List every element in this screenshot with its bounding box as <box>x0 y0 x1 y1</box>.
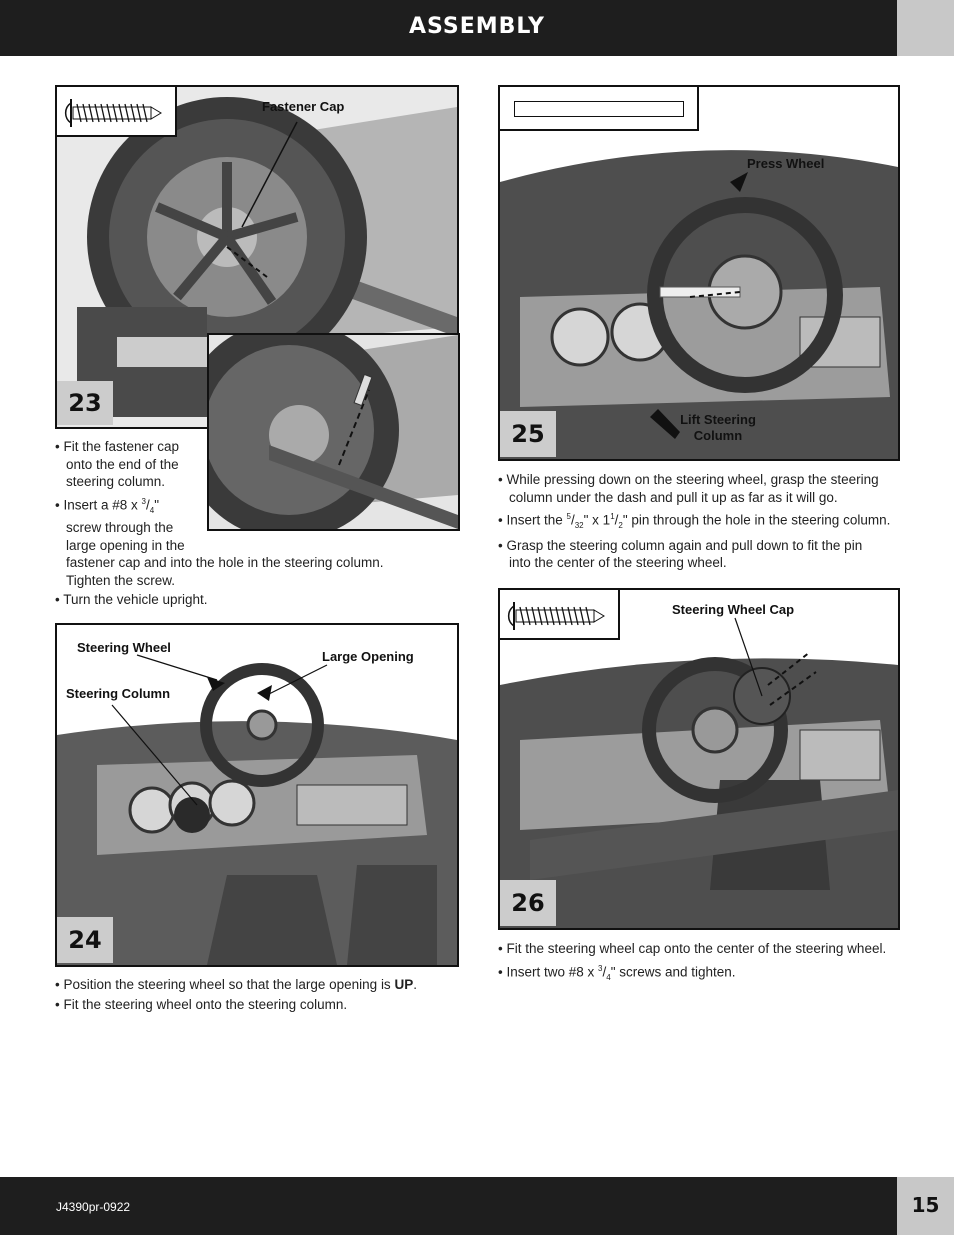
callout-steering-column: Steering Column <box>66 686 170 701</box>
step-24-drawing <box>57 625 457 965</box>
step-25-instructions: • While pressing down on the steering wh… <box>498 471 908 574</box>
hardware-box-23 <box>57 87 177 137</box>
step-number-23: 23 <box>57 381 113 425</box>
instruction-line: • Position the steering wheel so that th… <box>55 976 475 994</box>
instruction-line: column under the dash and pull it up as … <box>498 489 908 507</box>
step-24-instructions: • Position the steering wheel so that th… <box>55 976 475 1015</box>
instruction-line: • Fit the steering wheel onto the steeri… <box>55 996 475 1014</box>
instruction-line: • Fit the fastener cap <box>55 438 415 456</box>
step-25-illustration: Press Wheel Lift Steering Column 25 <box>498 85 900 461</box>
step-number-26: 26 <box>500 880 556 926</box>
callout-fastener-cap: Fastener Cap <box>262 99 344 114</box>
callout-steering-wheel: Steering Wheel <box>77 640 171 655</box>
instruction-line: • Fit the steering wheel cap onto the ce… <box>498 940 918 958</box>
step-25-drawing <box>500 87 898 459</box>
instruction-line: • Insert a #8 x 3/4" <box>55 493 415 520</box>
callout-lift-steering-column: Lift Steering Column <box>678 412 758 444</box>
step-23-instructions: • Fit the fastener cap onto the end of t… <box>55 438 415 611</box>
instruction-line: into the center of the steering wheel. <box>498 554 908 572</box>
instruction-line: Tighten the screw. <box>55 572 415 590</box>
instruction-line: steering column. <box>55 473 415 491</box>
instruction-line: onto the end of the <box>55 456 415 474</box>
instruction-line: • Insert the 5/32" x 11/2" pin through t… <box>498 508 908 535</box>
step-number-24: 24 <box>57 917 113 963</box>
step-26-illustration: Steering Wheel Cap 26 <box>498 588 900 930</box>
page-number: 15 <box>897 1193 954 1217</box>
instruction-line: • Turn the vehicle upright. <box>55 591 415 609</box>
step-number-25: 25 <box>500 411 556 457</box>
step-24-illustration: Steering Wheel Large Opening Steering Co… <box>55 623 459 967</box>
hardware-box-26 <box>500 590 620 640</box>
pin-icon <box>514 101 684 117</box>
step-26-instructions: • Fit the steering wheel cap onto the ce… <box>498 940 918 988</box>
page-title: ASSEMBLY <box>0 14 954 39</box>
footer-bar <box>0 1177 897 1235</box>
callout-steering-wheel-cap: Steering Wheel Cap <box>672 602 794 617</box>
callout-press-wheel: Press Wheel <box>747 156 824 171</box>
callout-large-opening: Large Opening <box>322 649 414 664</box>
step-26-drawing <box>500 590 898 928</box>
instruction-line: • Insert two #8 x 3/4" screws and tighte… <box>498 960 918 987</box>
hardware-box-25 <box>500 87 699 131</box>
document-code: J4390pr-0922 <box>56 1200 130 1214</box>
screw-icon <box>500 590 618 638</box>
instruction-line: screw through the <box>55 519 415 537</box>
instruction-line: • Grasp the steering column again and pu… <box>498 537 908 555</box>
instruction-line: fastener cap and into the hole in the st… <box>55 554 415 572</box>
instruction-line: • While pressing down on the steering wh… <box>498 471 908 489</box>
screw-icon <box>57 87 175 135</box>
instruction-line: large opening in the <box>55 537 415 555</box>
